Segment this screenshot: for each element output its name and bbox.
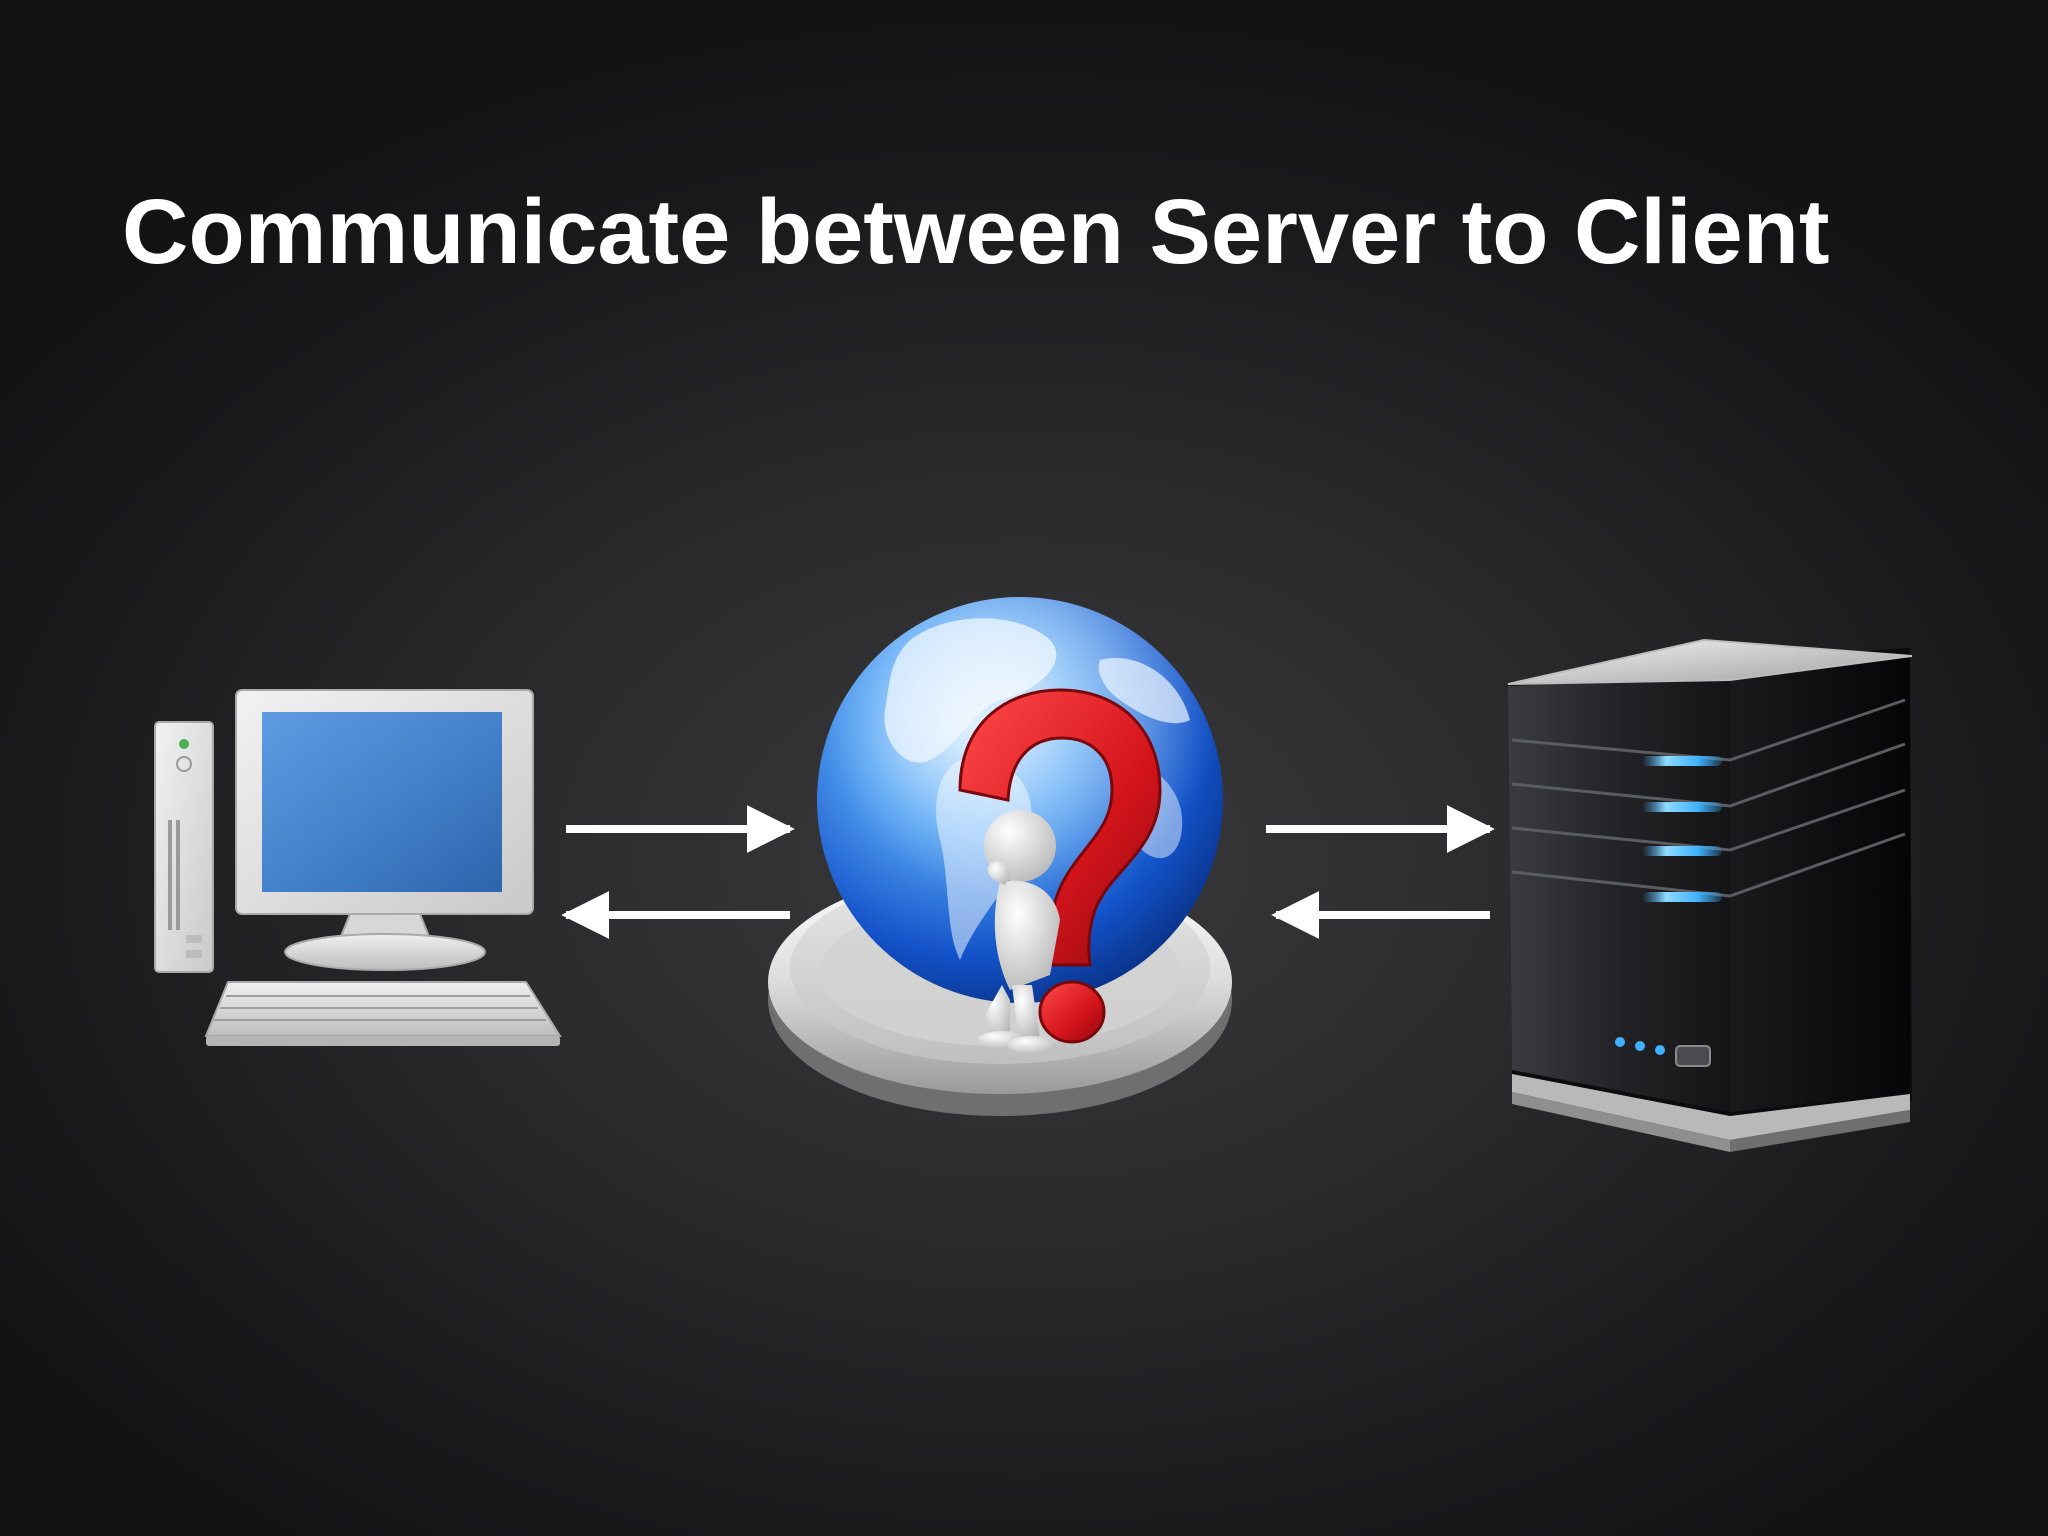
server-tower-icon <box>1507 638 1913 1152</box>
server-status-lights <box>1615 756 1722 1067</box>
question-mark <box>958 688 1162 1044</box>
computer-tower <box>154 721 214 973</box>
thinking-person-figure <box>978 810 1060 1054</box>
computer-monitor <box>235 689 534 971</box>
computer-keyboard <box>204 981 562 1046</box>
slide-title: Communicate between Server to Client <box>122 181 1830 283</box>
globe-question-mark-icon <box>768 597 1232 1116</box>
server-drive-bays <box>1511 698 1906 898</box>
server-base <box>1512 1074 1910 1152</box>
globe <box>817 597 1223 1003</box>
desktop-computer-icon <box>154 689 562 1046</box>
